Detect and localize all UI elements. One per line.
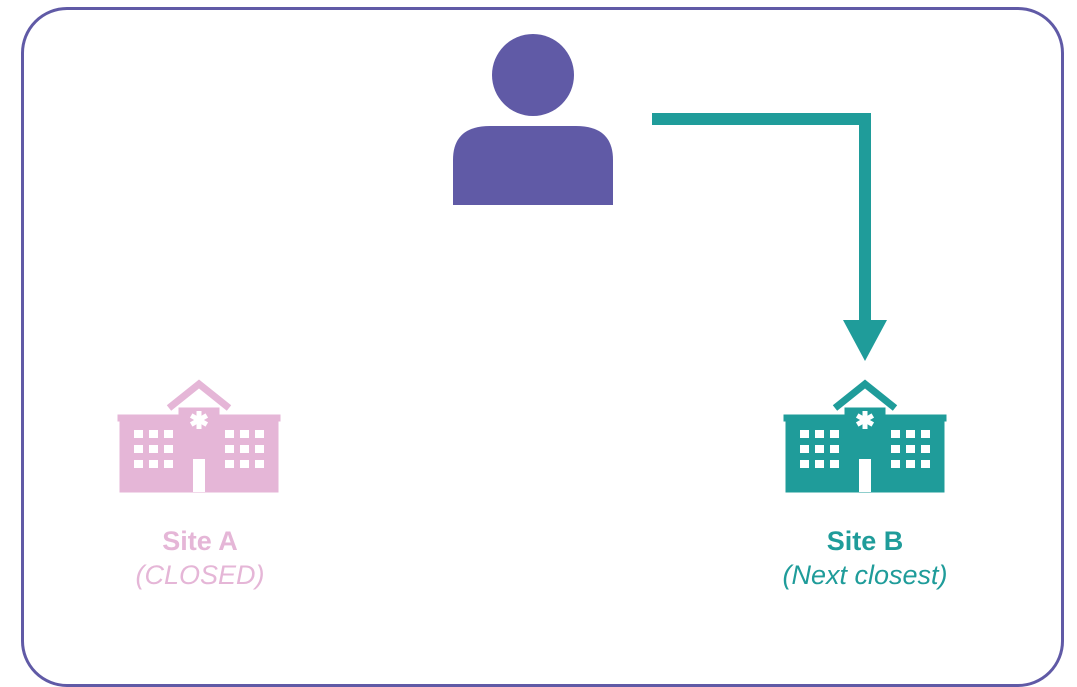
site-b-name: Site B [826,526,904,556]
route-arrow [652,113,887,361]
hospital-icon-site-b [784,384,946,492]
site-b-label: Site B (Next closest) [745,525,985,593]
site-a-status: (CLOSED) [135,559,265,590]
person-icon [453,34,613,205]
arrow-down-icon [843,320,887,361]
site-a-label: Site A (CLOSED) [100,525,300,593]
site-b-status: (Next closest) [782,559,948,590]
site-a-name: Site A [162,526,238,556]
hospital-icon-site-a [118,384,280,492]
diagram-frame [21,7,1064,687]
